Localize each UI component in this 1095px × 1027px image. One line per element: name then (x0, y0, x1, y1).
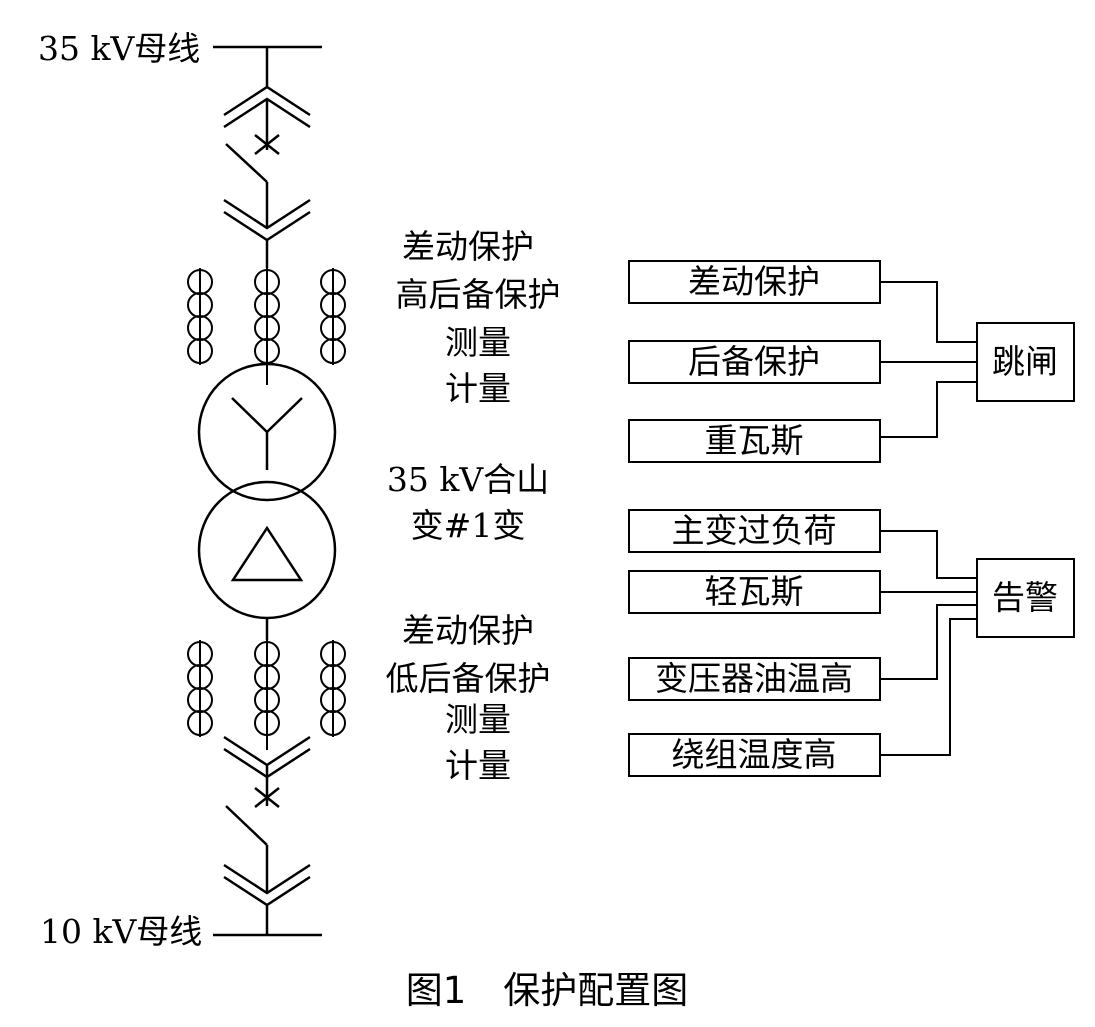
ct-stack-right (320, 268, 346, 365)
lv-function-3: 测量 (445, 700, 511, 739)
svg-text:变压器油温高: 变压器油温高 (655, 659, 853, 698)
wye-winding (197, 362, 337, 502)
lv-function-4: 计量 (445, 746, 511, 785)
svg-text:轻瓦斯: 轻瓦斯 (705, 572, 804, 611)
ct-stack-right (320, 640, 346, 737)
trip-input-heavy-gas: 重瓦斯 (628, 419, 881, 463)
hv-function-1: 差动保护 (402, 227, 534, 266)
low-side-switchgear (223, 735, 311, 935)
hv-function-2: 高后备保护 (396, 275, 561, 314)
svg-text:跳闸: 跳闸 (992, 342, 1058, 381)
wye-icon (231, 397, 303, 470)
low-side-ct-functions: 差动保护 低后备保护 测量 计量 (386, 611, 551, 785)
high-side-switchgear (223, 47, 311, 268)
alarm-connectors (880, 530, 977, 756)
ct-stack-left (187, 268, 213, 365)
trip-output-box: 跳闸 (976, 322, 1075, 402)
alarm-logic-group: 主变过负荷 轻瓦斯 变压器油温高 绕组温度高 告警 (628, 509, 1075, 777)
ct-stack-center (254, 268, 280, 385)
svg-text:重瓦斯: 重瓦斯 (705, 421, 804, 460)
delta-winding (197, 480, 337, 620)
bottom-busbar-label: 10 kV母线 (40, 912, 202, 951)
transformer-name-line1: 35 kV合山 (387, 460, 549, 499)
alarm-input-oil-temp: 变压器油温高 (628, 657, 881, 701)
lv-function-2: 低后备保护 (386, 659, 551, 698)
high-side-current-transformers (187, 268, 346, 385)
alarm-input-winding-temp: 绕组温度高 (628, 733, 881, 777)
transformer-name-line2: 变#1变 (411, 506, 526, 545)
disconnector-blade (225, 805, 268, 846)
hv-function-4: 计量 (445, 369, 511, 408)
svg-text:绕组温度高: 绕组温度高 (672, 735, 837, 774)
alarm-output-box: 告警 (976, 558, 1075, 638)
ct-stack-left (187, 640, 213, 737)
hv-function-3: 测量 (445, 323, 511, 362)
svg-text:主变过负荷: 主变过负荷 (672, 511, 837, 550)
high-side-ct-functions: 差动保护 高后备保护 测量 计量 (396, 227, 561, 408)
ct-stack-center (254, 640, 280, 750)
transformer-symbol (197, 362, 337, 640)
svg-text:告警: 告警 (992, 578, 1058, 617)
trip-input-differential: 差动保护 (628, 260, 881, 304)
trip-logic-group: 差动保护 后备保护 重瓦斯 跳闸 (628, 260, 1075, 463)
top-busbar-label: 35 kV母线 (38, 29, 200, 68)
figure-caption: 图1 保护配置图 (406, 969, 689, 1012)
alarm-input-overload: 主变过负荷 (628, 509, 881, 553)
svg-text:差动保护: 差动保护 (688, 262, 820, 301)
disconnector-blade (225, 143, 268, 183)
svg-text:后备保护: 后备保护 (688, 342, 820, 381)
trip-input-backup: 后备保护 (628, 340, 881, 384)
alarm-input-light-gas: 轻瓦斯 (628, 570, 881, 614)
lv-function-1: 差动保护 (402, 611, 534, 650)
delta-triangle-icon (230, 525, 304, 582)
low-side-current-transformers (187, 640, 346, 750)
trip-connectors (880, 281, 977, 438)
